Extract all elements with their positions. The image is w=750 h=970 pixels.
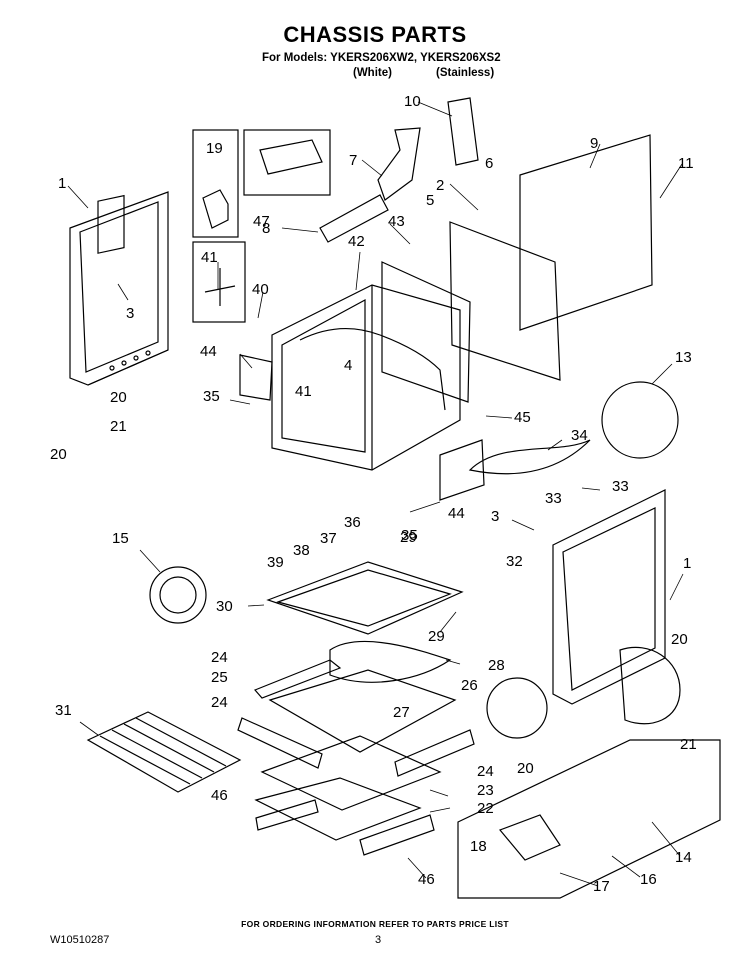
callout-label: 41 xyxy=(295,383,312,400)
convection-kit-box xyxy=(457,739,721,899)
inset-box-47 xyxy=(243,129,331,196)
convection-fan-cover xyxy=(149,566,207,624)
page-number: 3 xyxy=(375,934,382,946)
callout-label: 32 xyxy=(506,553,523,570)
callout-label: 35 xyxy=(401,527,418,544)
callout-label: 3 xyxy=(491,508,499,525)
variant-white: (White) xyxy=(353,67,392,79)
callout-label: 3 xyxy=(126,305,134,322)
callout-label: 44 xyxy=(200,343,217,360)
callout-labels: 1 3 10 7 19 47 9 11 6 2 5 8 43 42 41 40 … xyxy=(50,93,697,895)
rear-panel xyxy=(519,134,653,331)
callout-label: 24 xyxy=(211,649,228,666)
callout-label: 11 xyxy=(678,155,694,172)
callout-label: 33 xyxy=(612,478,629,495)
document-number: W10510287 xyxy=(50,934,110,946)
callout-label: 20 xyxy=(671,631,688,648)
right-door-panel xyxy=(552,489,666,705)
callout-label: 43 xyxy=(388,213,405,230)
page-title: CHASSIS PARTS xyxy=(283,22,467,47)
inset-box-41 xyxy=(192,241,246,323)
callout-label: 29 xyxy=(400,529,417,546)
callout-label: 26 xyxy=(461,677,478,694)
inset-box-19 xyxy=(192,129,239,238)
callout-label: 29 xyxy=(428,628,445,645)
callout-label: 20 xyxy=(517,760,534,777)
callout-label: 21 xyxy=(680,736,697,753)
callout-label: 36 xyxy=(344,514,361,531)
callout-label: 39 xyxy=(267,554,284,571)
callout-label: 42 xyxy=(348,233,365,250)
callout-label: 33 xyxy=(545,490,562,507)
callout-label: 19 xyxy=(206,140,223,157)
callout-label: 44 xyxy=(448,505,465,522)
variant-stainless: (Stainless) xyxy=(436,67,495,79)
callout-label: 41 xyxy=(201,249,218,266)
callout-label: 9 xyxy=(590,135,598,152)
bake-element xyxy=(468,439,591,475)
callout-label: 28 xyxy=(488,657,505,674)
callout-label: 20 xyxy=(50,446,67,463)
ordering-note: FOR ORDERING INFORMATION REFER TO PARTS … xyxy=(241,919,509,929)
callout-label: 34 xyxy=(571,427,588,444)
callout-label: 4 xyxy=(344,357,352,374)
models-line: For Models: YKERS206XW2, YKERS206XS2 xyxy=(262,52,501,64)
callout-label: 22 xyxy=(477,800,494,817)
callout-label: 6 xyxy=(485,155,493,172)
callout-label: 7 xyxy=(349,152,357,169)
callout-label: 14 xyxy=(675,849,692,866)
callout-label: 17 xyxy=(593,878,610,895)
callout-label: 46 xyxy=(418,871,435,888)
callout-label: 20 xyxy=(110,389,127,406)
callout-label: 18 xyxy=(470,838,487,855)
callout-label: 35 xyxy=(203,388,220,405)
oven-cavity xyxy=(271,284,461,471)
callout-label: 46 xyxy=(211,787,228,804)
callout-label: 21 xyxy=(110,418,127,435)
callout-label: 47 xyxy=(253,213,270,230)
left-door-panel xyxy=(69,191,169,386)
callout-label: 1 xyxy=(683,555,691,572)
callout-label: 5 xyxy=(426,192,434,209)
callout-label: 1 xyxy=(58,175,66,192)
callout-label: 8 xyxy=(262,220,270,237)
callout-label: 30 xyxy=(216,598,233,615)
callout-label: 13 xyxy=(675,349,692,366)
callout-label: 38 xyxy=(293,542,310,559)
callout-label: 16 xyxy=(640,871,657,888)
callout-label: 45 xyxy=(514,409,531,426)
callout-label: 40 xyxy=(252,281,269,298)
callout-label: 2 xyxy=(436,177,444,194)
callout-label: 24 xyxy=(211,694,228,711)
callout-label: 27 xyxy=(393,704,410,721)
callout-label: 10 xyxy=(404,93,421,110)
callout-label: 23 xyxy=(477,782,494,799)
callout-label: 31 xyxy=(55,702,72,719)
callout-label: 24 xyxy=(477,763,494,780)
callout-label: 37 xyxy=(320,530,337,547)
callout-label: 25 xyxy=(211,669,228,686)
callout-label: 15 xyxy=(112,530,129,547)
oven-rack xyxy=(86,711,242,793)
